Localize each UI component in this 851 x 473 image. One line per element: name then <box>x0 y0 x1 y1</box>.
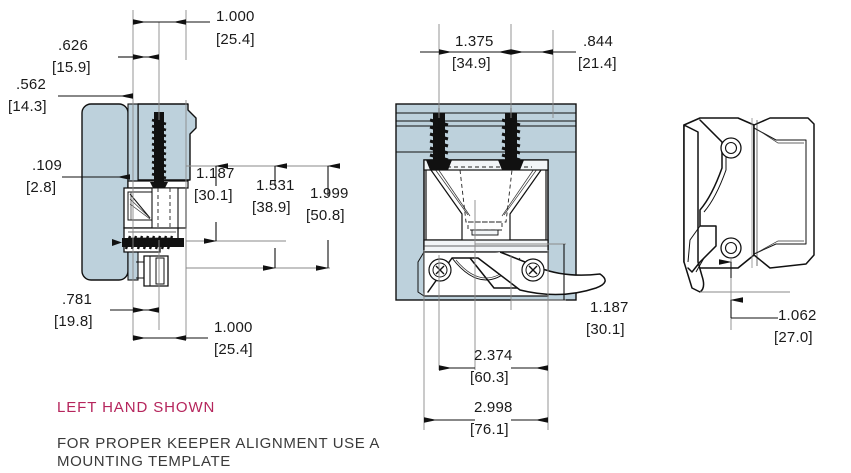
dim-562-mm: [14.3] <box>8 98 47 115</box>
screw-boss-left <box>428 258 452 282</box>
dim-562-inch: .562 <box>16 76 46 93</box>
dim-1187-mid-mm: [30.1] <box>586 321 625 338</box>
latch-cam-middle <box>417 251 606 297</box>
note-alignment-line1: FOR PROPER KEEPER ALIGNMENT USE A <box>57 435 380 452</box>
note-left-hand-shown: LEFT HAND SHOWN <box>57 399 215 416</box>
dim-2374: 2.374 [60.3] <box>439 347 548 386</box>
view-right-profile: 1.062 [27.0] <box>683 117 817 346</box>
dim-1999-inch: 1.999 <box>310 185 349 202</box>
dim-1375-mm: [34.9] <box>452 55 491 72</box>
dim-109-mm: [2.8] <box>26 179 56 196</box>
dim-781: .781 [19.8] <box>54 291 159 330</box>
dim-1187-middle: 1.187 [30.1] <box>563 244 629 338</box>
keeper-inner-contour-offset <box>703 123 727 213</box>
extension-lines-vertical-dims <box>186 165 330 269</box>
mounting-hole-top <box>720 137 742 159</box>
dim-1000-top: 1.000 [25.4] <box>133 8 255 48</box>
extension-lines-middle-view <box>423 24 566 430</box>
dim-626-inch: .626 <box>58 37 88 54</box>
dim-781-mm: [19.8] <box>54 313 93 330</box>
dim-2998: 2.998 [76.1] <box>424 399 548 438</box>
extension-lines-left-view <box>132 10 187 340</box>
dim-626: .626 [15.9] <box>52 37 159 76</box>
dim-2998-mm: [76.1] <box>470 421 509 438</box>
dim-1000-bottom-inch: 1.000 <box>214 319 253 336</box>
mounting-hole-bottom <box>720 237 742 259</box>
dim-1187-left: 1.187 [30.1] <box>194 163 235 244</box>
dim-626-mm: [15.9] <box>52 59 91 76</box>
dim-1375: 1.375 [34.9] <box>420 33 511 72</box>
screw-middle-right <box>498 108 524 170</box>
dim-1999-mm: [50.8] <box>306 207 345 224</box>
dim-1187-left-mm: [30.1] <box>194 187 233 204</box>
screw-middle-left <box>426 108 452 170</box>
dim-1531-mm: [38.9] <box>252 199 291 216</box>
dim-844-mm: [21.4] <box>578 55 617 72</box>
dim-1062: 1.062 [27.0] <box>719 259 817 346</box>
sash-rail-block <box>137 103 197 181</box>
dim-1531-inch: 1.531 <box>256 177 295 194</box>
dim-2374-inch: 2.374 <box>474 347 513 364</box>
screw-upper-vertical <box>150 112 168 188</box>
dim-1000-bottom: 1.000 [25.4] <box>133 319 253 358</box>
keeper-flange-right <box>751 117 815 269</box>
frame-rail-lines <box>396 112 576 153</box>
dim-1000-bottom-mm: [25.4] <box>214 341 253 358</box>
dim-1062-inch: 1.062 <box>778 307 817 324</box>
dim-109-inch: .109 <box>32 157 62 174</box>
dim-844: .844 [21.4] <box>511 33 617 72</box>
dim-1000-top-inch: 1.000 <box>216 8 255 25</box>
dim-844-inch: .844 <box>583 33 613 50</box>
frame-block-left <box>81 103 129 281</box>
dim-1999: 1.999 [50.8] <box>306 163 349 271</box>
dim-1375-inch: 1.375 <box>455 33 494 50</box>
notes-block: LEFT HAND SHOWN FOR PROPER KEEPER ALIGNM… <box>57 399 380 470</box>
dim-1000-top-mm: [25.4] <box>216 31 255 48</box>
dim-1187-mid-inch: 1.187 <box>590 299 629 316</box>
view-left-section: 1.000 [25.4] .626 [15.9] .562 [14.3] .10… <box>8 8 349 358</box>
screw-boss-right <box>521 258 545 282</box>
dim-109: .109 [2.8] <box>26 157 130 196</box>
dim-781-inch: .781 <box>62 291 92 308</box>
dim-1062-mm: [27.0] <box>774 329 813 346</box>
dim-2374-mm: [60.3] <box>470 369 509 386</box>
screw-horizontal <box>112 235 184 250</box>
dim-1531: 1.531 [38.9] <box>252 163 295 271</box>
dim-562: .562 [14.3] <box>8 76 133 115</box>
dim-2998-inch: 2.998 <box>474 399 513 416</box>
dim-1187-left-inch: 1.187 <box>196 165 235 182</box>
note-alignment-line2: MOUNTING TEMPLATE <box>57 453 231 470</box>
view-middle-front: 1.375 [34.9] .844 [21.4] 1.187 [30.1] 2.… <box>395 24 629 438</box>
